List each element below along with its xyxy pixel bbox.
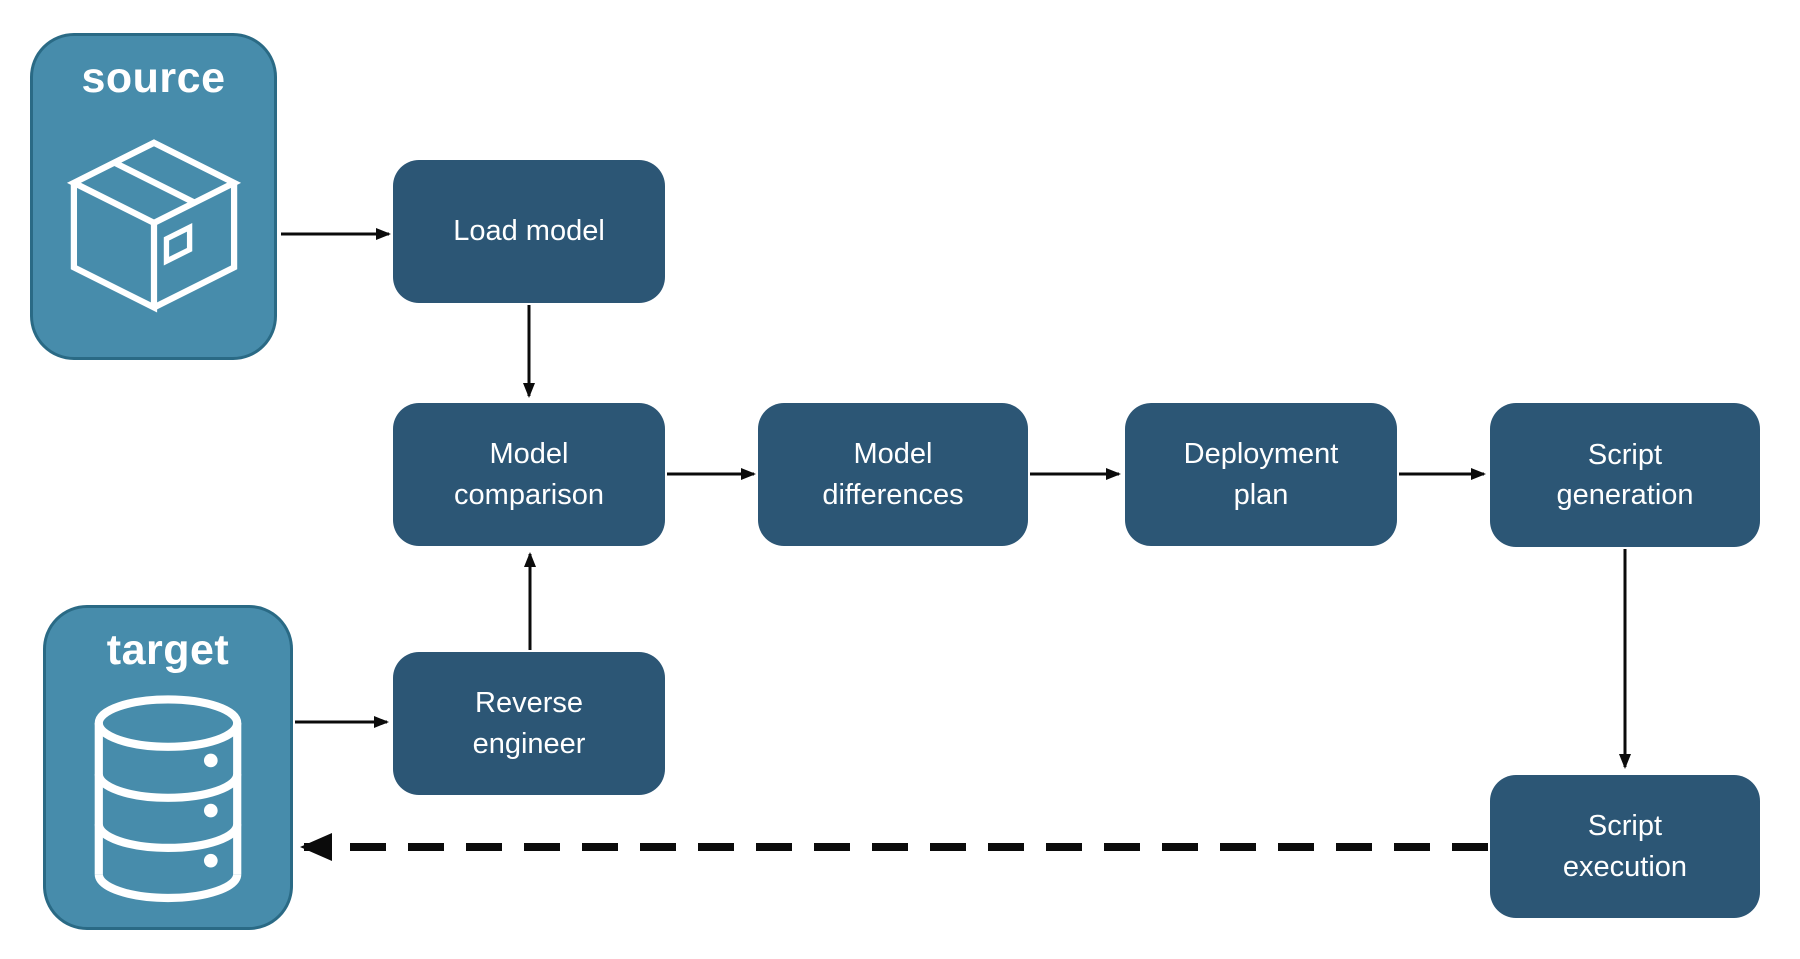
target-icon-wrap <box>46 675 290 927</box>
node-label-line: Reverse <box>475 687 583 720</box>
node-reverse-engineer: Reverse engineer <box>393 652 665 795</box>
node-model-comparison: Model comparison <box>393 403 665 546</box>
node-label-line: Load model <box>453 215 605 248</box>
node-label-line: Model <box>853 438 933 471</box>
node-label-line: Deployment <box>1183 438 1339 471</box>
node-label-line: execution <box>1562 850 1688 883</box>
node-deployment-plan: Deployment plan <box>1125 403 1397 546</box>
target-container: target <box>43 605 293 930</box>
node-label-line: Script <box>1587 810 1663 843</box>
node-label-line: generation <box>1556 479 1694 511</box>
node-label-line: engineer <box>472 727 586 760</box>
package-box-icon <box>66 139 241 313</box>
source-label: source <box>81 54 226 102</box>
node-label-line: plan <box>1233 478 1289 511</box>
node-script-execution: Script execution <box>1490 775 1760 918</box>
target-label: target <box>106 626 230 674</box>
node-script-generation: Script generation <box>1490 403 1760 547</box>
source-container: source <box>30 33 277 360</box>
node-load-model: Load model <box>393 160 665 303</box>
node-label-line: differences <box>822 478 964 511</box>
source-icon-wrap <box>33 103 274 357</box>
node-label-line: comparison <box>454 478 604 511</box>
node-label-line: Model <box>489 438 569 471</box>
database-icon <box>94 695 242 903</box>
node-model-differences: Model differences <box>758 403 1028 546</box>
node-label-line: Script <box>1587 438 1663 471</box>
